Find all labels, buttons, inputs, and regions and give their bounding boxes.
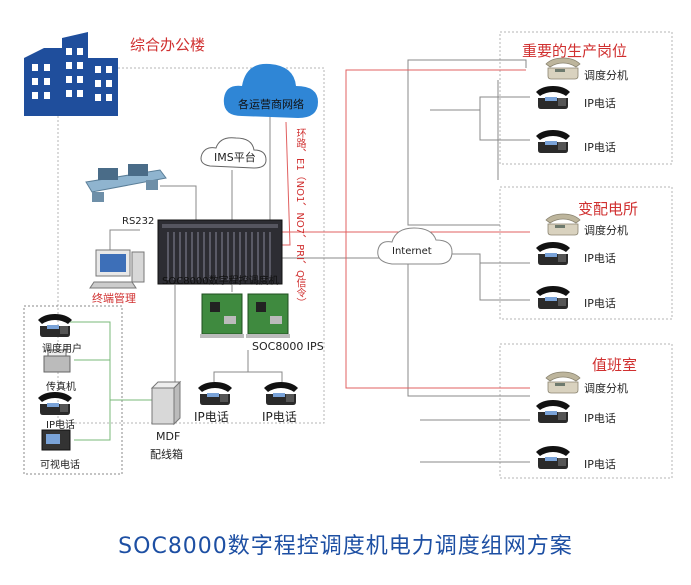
site2-ip-phone-1-icon (536, 242, 570, 265)
site2-ip1-label: IP电话 (584, 252, 616, 265)
site1-ip-phone-2-icon (536, 130, 570, 153)
local-ip-phone-2-label: IP电话 (262, 410, 297, 424)
site2-ip2-label: IP电话 (584, 297, 616, 310)
site1-ip-phone-1-icon (536, 86, 570, 109)
local-ip-phone-2-icon (264, 382, 298, 405)
terminal-computer-icon (89, 249, 145, 289)
site-enclosure-2 (499, 186, 673, 320)
dispatch-console-icon (85, 164, 167, 202)
site1-ip2-label: IP电话 (584, 141, 616, 154)
site2-title: 变配电所 (578, 200, 639, 218)
mdf-box-icon (150, 380, 182, 426)
switch-label: SOC8000数字程控调度机 (162, 276, 279, 287)
gray-links (109, 59, 530, 463)
site-enclosure-3 (499, 343, 673, 479)
cloud-label: 各运营商网络 (238, 98, 304, 111)
soc8000-switch-icon (157, 219, 283, 285)
site2-dispatch-phone-icon (545, 213, 581, 236)
trunk-label: 环路、E1（NO1、NO7、PRI、Q信令） (294, 128, 305, 308)
terminal-label: 终端管理 (92, 292, 136, 305)
left-ip-phone-icon (38, 392, 72, 415)
diagram-caption: SOC8000数字程控调度机电力调度组网方案 (118, 534, 573, 559)
building-enclosure (57, 67, 325, 424)
ims-label: IMS平台 (214, 151, 256, 164)
rs232-label: RS232 (122, 216, 155, 227)
site3-dispatch-label: 调度分机 (584, 382, 628, 395)
office-building-icon (24, 32, 118, 116)
site1-dispatch-label: 调度分机 (584, 69, 628, 82)
ims-cloud-icon (200, 137, 267, 169)
site3-ip-phone-1-icon (536, 400, 570, 423)
site1-ip1-label: IP电话 (584, 97, 616, 110)
user-devices-enclosure (23, 305, 123, 475)
ips-label: SOC8000 IPS (252, 340, 324, 353)
mdf-sub-label: 配线箱 (150, 448, 183, 461)
site1-title: 重要的生产岗位 (522, 42, 628, 60)
left-device-ip-phone: IP电话 (46, 420, 75, 431)
site2-dispatch-label: 调度分机 (584, 224, 628, 237)
site3-title: 值班室 (592, 356, 638, 374)
site-enclosure-1 (499, 31, 673, 165)
internet-label: Internet (392, 246, 432, 257)
mdf-label: MDF (156, 430, 181, 443)
site3-ip-phone-2-icon (536, 446, 570, 469)
local-ip-phone-1-icon (198, 382, 232, 405)
site3-ip1-label: IP电话 (584, 412, 616, 425)
site3-ip2-label: IP电话 (584, 458, 616, 471)
video-phone-icon (41, 429, 71, 451)
building-label: 综合办公楼 (130, 36, 206, 54)
dispatch-user-phone-icon (38, 314, 72, 337)
left-device-fax: 传真机 (46, 382, 76, 393)
site2-ip-phone-2-icon (536, 286, 570, 309)
internet-cloud-icon (377, 227, 453, 265)
fax-machine-icon (43, 349, 71, 373)
site3-dispatch-phone-icon (545, 371, 581, 394)
local-ip-phone-1-label: IP电话 (194, 410, 229, 424)
site1-dispatch-phone-icon (545, 57, 581, 80)
carrier-cloud-icon (223, 63, 318, 118)
left-device-video-phone: 可视电话 (40, 460, 80, 471)
ips-board-icon (200, 293, 290, 338)
green-links (70, 321, 152, 441)
left-device-dispatch-user: 调度用户 (42, 344, 82, 355)
